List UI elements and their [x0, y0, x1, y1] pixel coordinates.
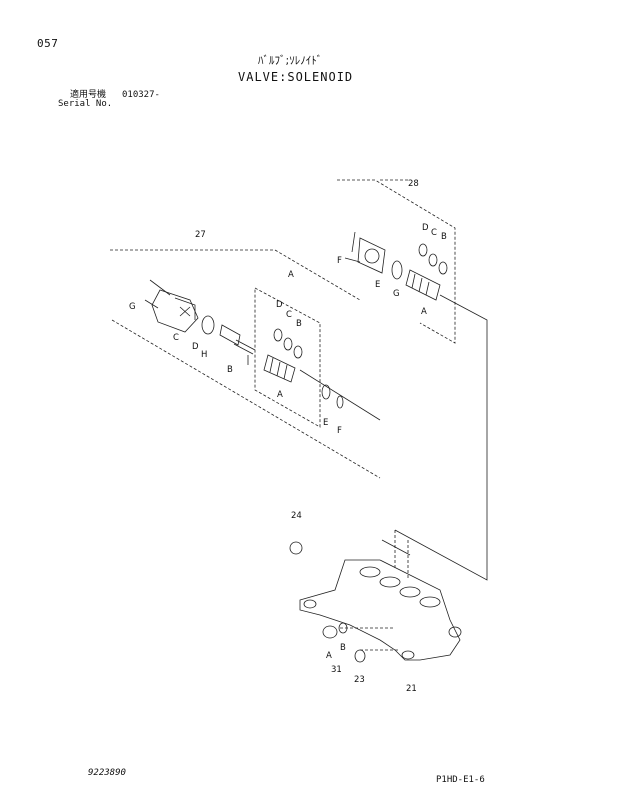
label-B-top: B: [441, 232, 447, 242]
callout-31: 31: [331, 665, 342, 675]
serial-range: 010327-: [122, 90, 160, 100]
o-rings-mid: [273, 328, 303, 359]
manifold-block: [299, 539, 462, 661]
callout-28: 28: [408, 179, 419, 189]
label-D-mid: D: [276, 300, 283, 310]
label-A-right: A: [421, 307, 427, 317]
spool-B-left: [219, 324, 256, 355]
title-english: VALVE:SOLENOID: [238, 70, 354, 84]
callout-27: 27: [195, 230, 206, 240]
label-A-bottom: A: [326, 651, 332, 661]
label-A-mid: A: [277, 390, 283, 400]
label-H: H: [201, 350, 208, 360]
solenoid-coil-top: [344, 231, 386, 274]
label-E-top: E: [375, 280, 381, 290]
solenoid-coil-left: [144, 279, 199, 333]
o-rings-top: [418, 243, 448, 275]
callout-23: 23: [354, 675, 365, 685]
page-number: 057: [37, 37, 59, 50]
o-ring-E-mid: [321, 384, 331, 400]
page-code: P1HD-E1-6: [436, 775, 485, 785]
label-D-left: D: [192, 342, 199, 352]
label-B-left: B: [227, 365, 233, 375]
label-C-mid: C: [286, 310, 292, 320]
serial-label-english: Serial No.: [58, 99, 113, 109]
valve-cartridge-mid: [263, 354, 296, 383]
label-F-mid: F: [337, 426, 342, 436]
o-ring-D-left: [201, 315, 215, 335]
serial-label-japanese: 適用号機: [70, 90, 107, 100]
assembly-27-boundary: [110, 249, 381, 479]
callout-21: 21: [406, 684, 417, 694]
o-ring-F-mid: [336, 395, 344, 409]
o-ring-G-top: [391, 260, 403, 280]
label-G-top: G: [393, 289, 400, 299]
label-C-top: C: [431, 228, 437, 238]
title-japanese: ﾊﾞﾙﾌﾞ;ｿﾚﾉｲﾄﾞ: [258, 54, 323, 67]
plug-23: [354, 649, 366, 663]
label-B-bottom: B: [340, 643, 346, 653]
label-D-top: D: [422, 223, 429, 233]
callout-24: 24: [291, 511, 302, 521]
label-E-mid: E: [323, 418, 329, 428]
plug-31: [322, 622, 348, 639]
label-B-mid: B: [296, 319, 302, 329]
label-A-top: A: [288, 270, 294, 280]
leader-line: [394, 294, 488, 581]
valve-cartridge-top: [405, 269, 441, 301]
label-C-left: C: [173, 333, 179, 343]
dashed-leaders-manifold: [340, 530, 409, 651]
label-F-top: F: [337, 256, 342, 266]
plug-24: [289, 541, 303, 555]
drawing-number: 9223890: [88, 768, 126, 778]
assembly-28-boundary: [337, 179, 456, 344]
label-G-left: G: [129, 302, 136, 312]
